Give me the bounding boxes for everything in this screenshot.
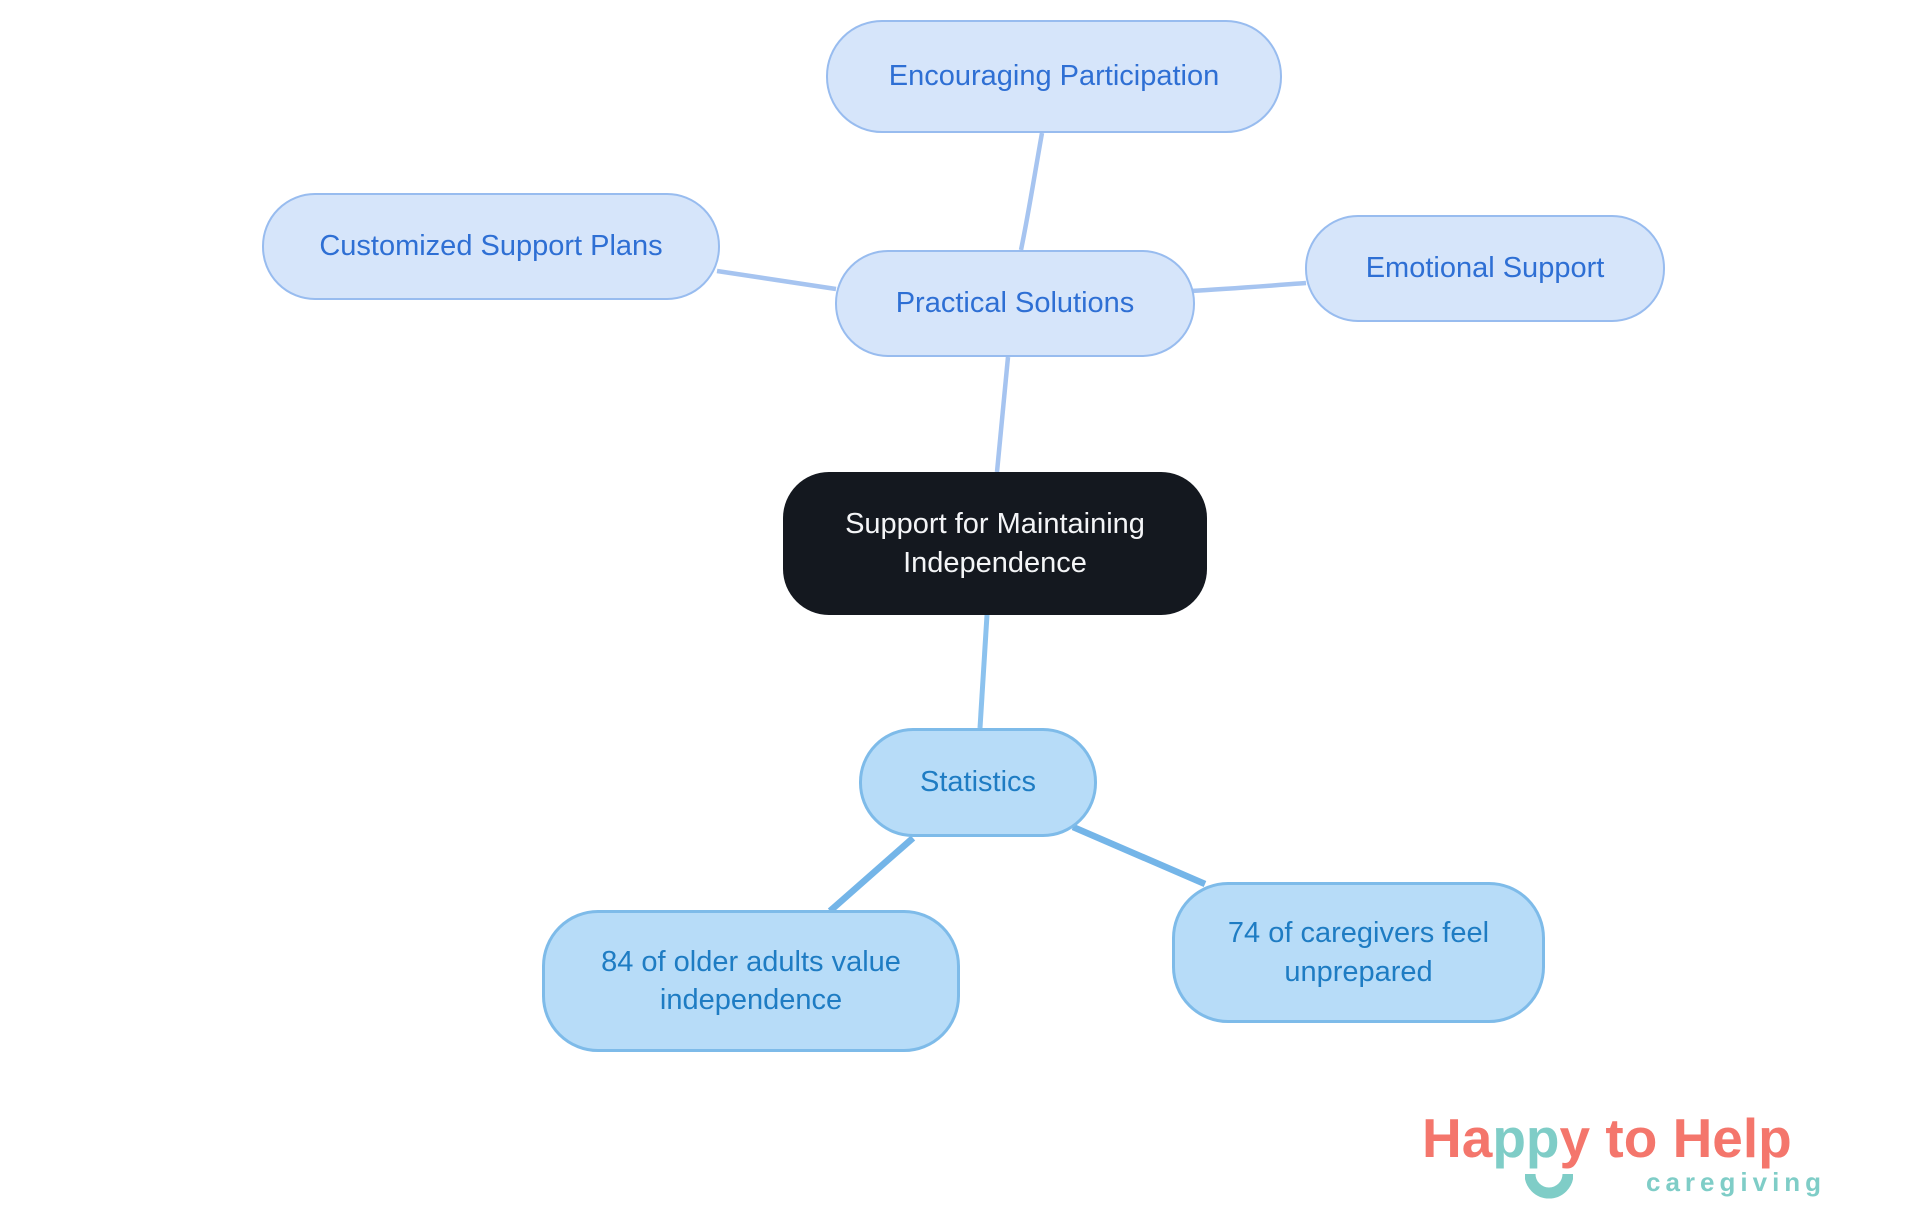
edge-practical-to-emotional xyxy=(1189,280,1307,294)
logo-text-ha: Ha xyxy=(1422,1107,1493,1169)
node-practical-solutions: Practical Solutions xyxy=(835,250,1195,357)
logo-text-pp: pp xyxy=(1492,1107,1560,1169)
node-label: Statistics xyxy=(919,766,1037,799)
node-label: Practical Solutions xyxy=(895,287,1135,320)
edge-practical-to-customized xyxy=(716,268,837,292)
logo-wordmark: Happy to Help xyxy=(1422,1106,1792,1170)
logo-text-y-to-help: y to Help xyxy=(1559,1107,1792,1169)
node-emotional-support: Emotional Support xyxy=(1305,215,1665,322)
smile-icon xyxy=(1525,1173,1573,1199)
node-stat-older-adults: 84 of older adults value independence xyxy=(542,910,960,1052)
node-customized-support-plans: Customized Support Plans xyxy=(262,193,720,300)
node-label: Encouraging Participation xyxy=(888,60,1220,93)
node-stat-caregivers: 74 of caregivers feel unprepared xyxy=(1172,882,1545,1023)
node-encouraging-participation: Encouraging Participation xyxy=(826,20,1282,133)
edge-central-to-statistics xyxy=(977,614,990,729)
node-label: 74 of caregivers feel unprepared xyxy=(1227,917,1490,988)
node-central-topic: Support for Maintaining Independence xyxy=(783,472,1207,615)
node-label: Customized Support Plans xyxy=(319,230,663,263)
edge-statistics-to-stat74 xyxy=(1071,824,1207,887)
node-label: Emotional Support xyxy=(1365,252,1605,285)
node-statistics: Statistics xyxy=(859,728,1097,837)
edge-statistics-to-stat84 xyxy=(827,835,916,914)
node-label: 84 of older adults value independence xyxy=(601,945,901,1016)
edge-practical-to-encouraging xyxy=(1018,132,1045,251)
logo-tagline: caregiving xyxy=(1646,1167,1827,1197)
happy-to-help-logo: Happy to Help caregiving xyxy=(1422,1106,1912,1211)
edge-central-to-practical xyxy=(994,356,1011,473)
central-topic-label: Support for Maintaining Independence xyxy=(845,508,1145,579)
